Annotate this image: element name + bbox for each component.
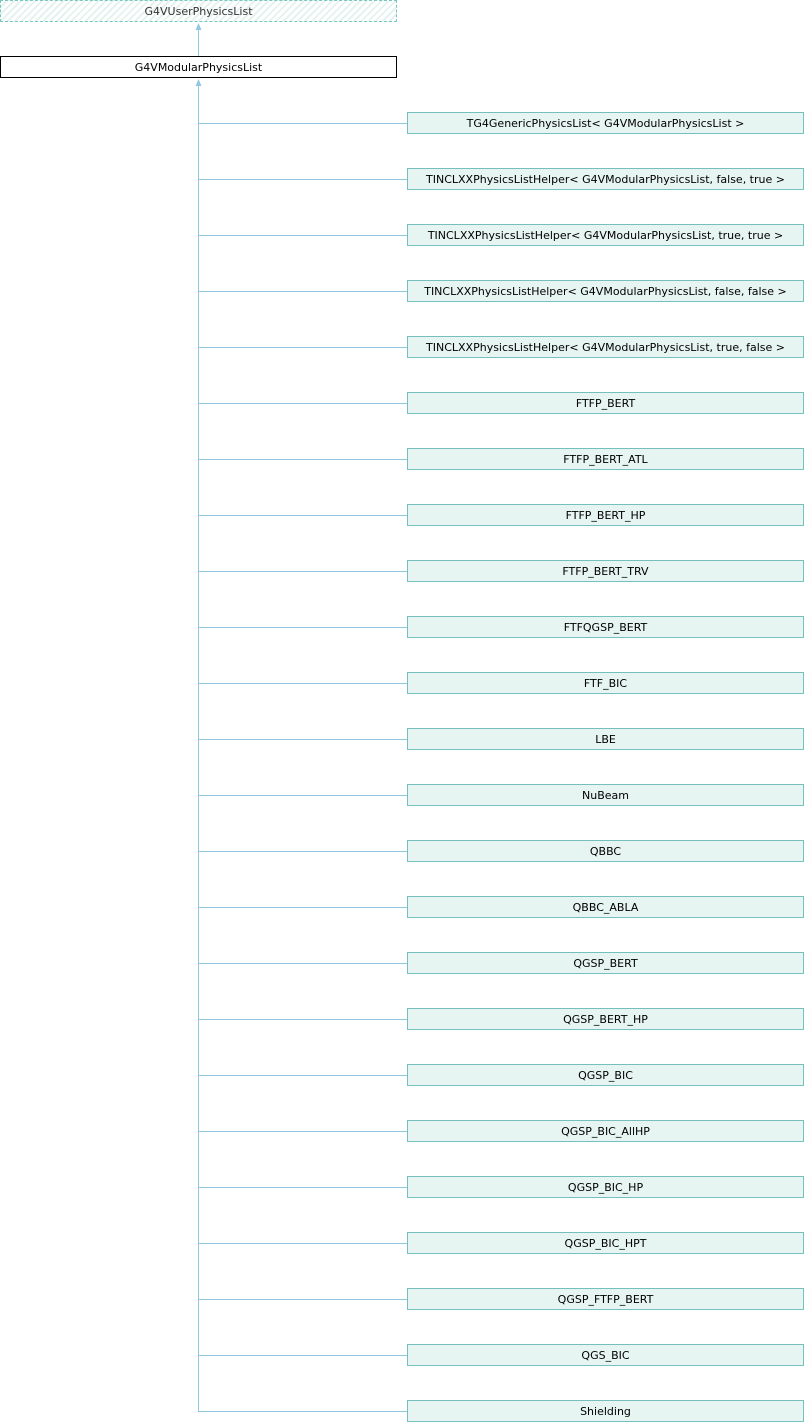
derived-class-node[interactable]: QGSP_BIC_HPT	[407, 1232, 804, 1254]
derived-class-node[interactable]: QGS_BIC	[407, 1344, 804, 1366]
derived-class-node[interactable]: FTFP_BERT	[407, 392, 804, 414]
derived-class-node[interactable]: FTFP_BERT_TRV	[407, 560, 804, 582]
derived-class-node[interactable]: QBBC_ABLA	[407, 896, 804, 918]
derived-class-node[interactable]: FTFP_BERT_ATL	[407, 448, 804, 470]
derived-class-node[interactable]: QGSP_FTFP_BERT	[407, 1288, 804, 1310]
derived-class-node[interactable]: LBE	[407, 728, 804, 750]
current-class-node: G4VModularPhysicsList	[0, 56, 397, 78]
derived-class-node[interactable]: TINCLXXPhysicsListHelper< G4VModularPhys…	[407, 168, 804, 190]
derived-class-node[interactable]: FTFQGSP_BERT	[407, 616, 804, 638]
derived-class-node[interactable]: QGSP_BERT_HP	[407, 1008, 804, 1030]
derived-class-node[interactable]: QGSP_BIC_AllHP	[407, 1120, 804, 1142]
derived-class-node[interactable]: QGSP_BERT	[407, 952, 804, 974]
derived-class-node[interactable]: TG4GenericPhysicsList< G4VModularPhysics…	[407, 112, 804, 134]
derived-class-node[interactable]: NuBeam	[407, 784, 804, 806]
derived-class-node[interactable]: FTF_BIC	[407, 672, 804, 694]
derived-class-node[interactable]: TINCLXXPhysicsListHelper< G4VModularPhys…	[407, 224, 804, 246]
derived-class-node[interactable]: TINCLXXPhysicsListHelper< G4VModularPhys…	[407, 336, 804, 358]
derived-class-node[interactable]: QGSP_BIC_HP	[407, 1176, 804, 1198]
arrowhead	[195, 79, 202, 86]
derived-class-node[interactable]: Shielding	[407, 1400, 804, 1422]
base-class-node[interactable]: G4VUserPhysicsList	[0, 0, 397, 22]
derived-class-node[interactable]: FTFP_BERT_HP	[407, 504, 804, 526]
arrowhead	[195, 23, 202, 30]
derived-class-node[interactable]: QBBC	[407, 840, 804, 862]
derived-class-node[interactable]: TINCLXXPhysicsListHelper< G4VModularPhys…	[407, 280, 804, 302]
derived-class-node[interactable]: QGSP_BIC	[407, 1064, 804, 1086]
